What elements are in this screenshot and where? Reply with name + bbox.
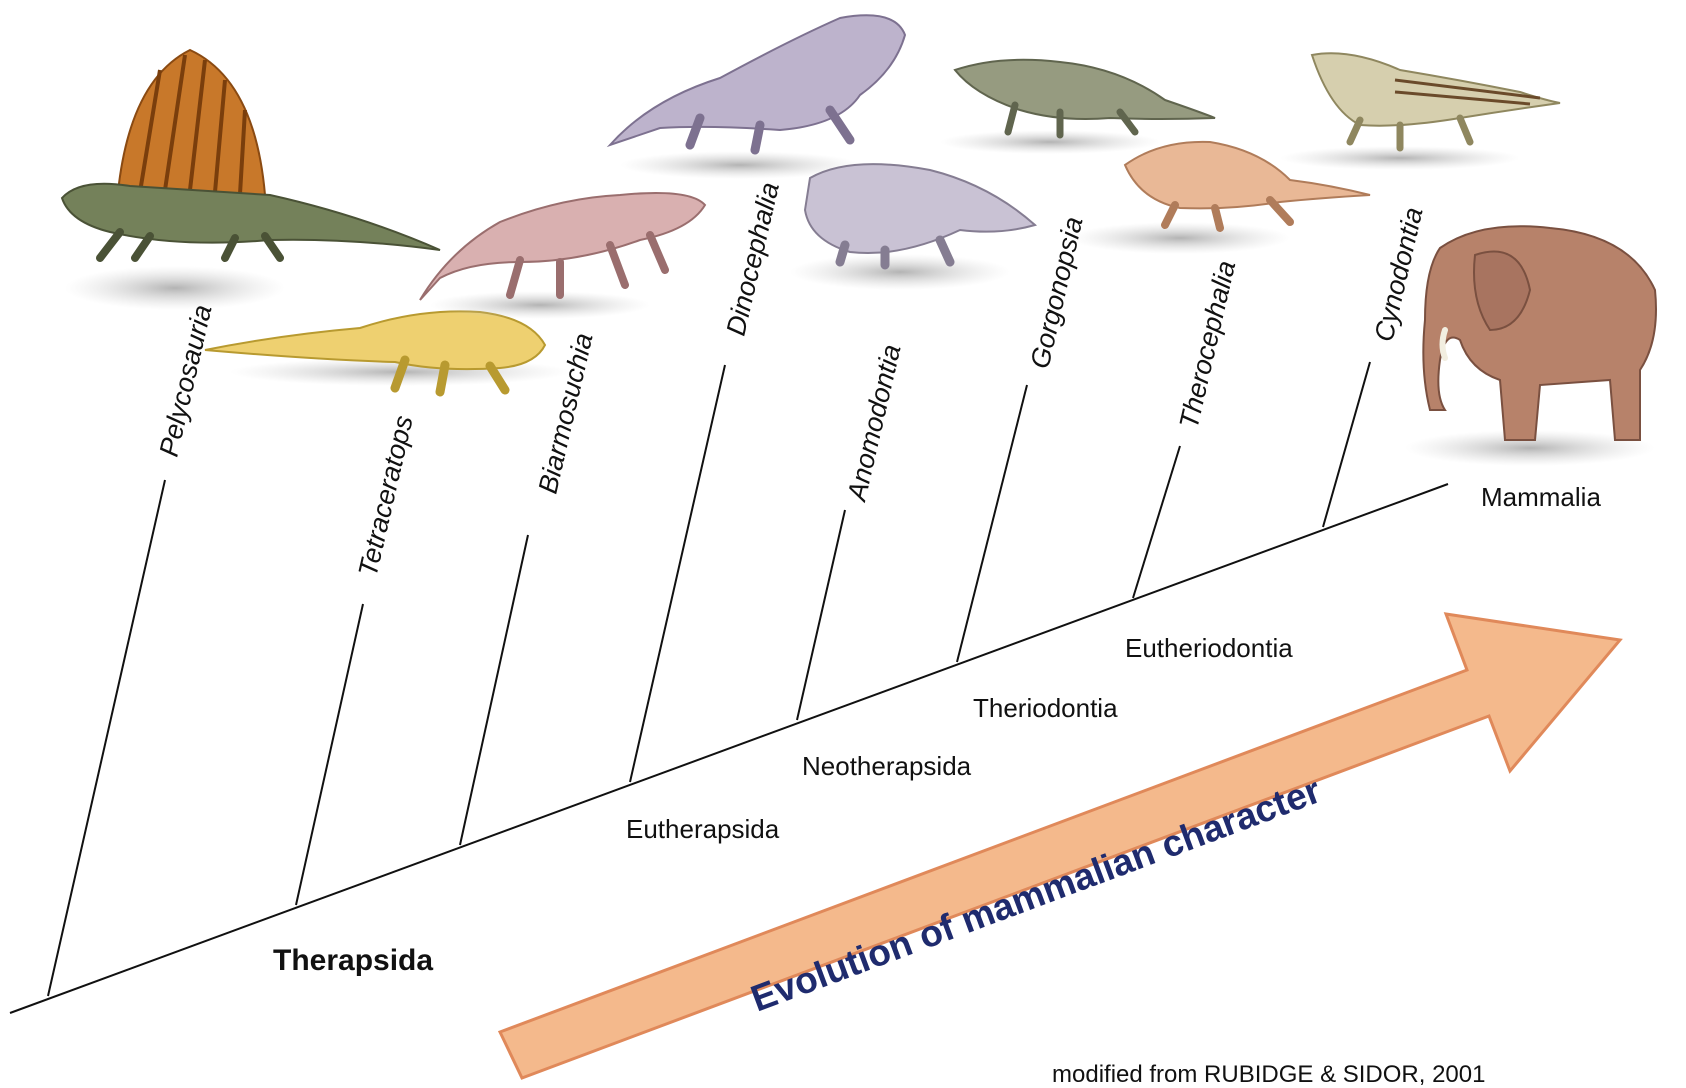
branch-biarmosuchia xyxy=(460,535,528,845)
label-cynodontia: Cynodontia xyxy=(1369,204,1429,344)
label-dinocephalia: Dinocephalia xyxy=(721,179,785,338)
gorgonopsian-illustration xyxy=(940,60,1215,154)
label-neotherapsida: Neotherapsida xyxy=(802,751,972,781)
label-biarmosuchia: Biarmosuchia xyxy=(533,330,599,496)
branch-tetraceratops xyxy=(296,604,363,905)
dimetrodon-illustration xyxy=(62,50,440,310)
branch-cynodontia xyxy=(1323,362,1370,527)
elephant-illustration xyxy=(1405,226,1656,466)
label-anomodontia: Anomodontia xyxy=(841,342,906,506)
tetraceratops-illustration xyxy=(205,311,570,392)
main-axis xyxy=(10,484,1448,1013)
label-mammalia: Mammalia xyxy=(1481,482,1601,512)
label-theriodontia: Theriodontia xyxy=(973,693,1118,723)
cynodont-illustration xyxy=(1280,53,1560,170)
cladogram-branches xyxy=(10,362,1448,1013)
branch-pelycosauria xyxy=(48,480,165,996)
arrow-label: Evolution of mammalian character xyxy=(745,769,1326,1019)
label-therapsida: Therapsida xyxy=(273,944,433,977)
branch-dinocephalia xyxy=(630,365,725,782)
biarmosuchian-illustration xyxy=(420,193,705,319)
branch-gorgonopsia xyxy=(957,385,1027,662)
label-eutherapsida: Eutherapsida xyxy=(626,814,780,844)
arrow-shape xyxy=(500,614,1620,1078)
evolution-arrow: Evolution of mammalian character xyxy=(500,614,1620,1078)
label-therocephalia: Therocephalia xyxy=(1174,258,1242,431)
branch-therocephalia xyxy=(1133,446,1180,598)
label-gorgonopsia: Gorgonopsia xyxy=(1025,214,1089,371)
dinocephalian-illustration xyxy=(610,15,905,179)
branch-anomodontia xyxy=(797,510,845,720)
label-tetraceratops: Tetraceratops xyxy=(353,413,419,580)
dicynodont-illustration xyxy=(790,164,1035,290)
source-credit: modified from RUBIDGE & SIDOR, 2001 xyxy=(1052,1061,1485,1088)
label-eutheriodontia: Eutheriodontia xyxy=(1125,633,1293,663)
label-pelycosauria: Pelycosauria xyxy=(154,302,218,459)
